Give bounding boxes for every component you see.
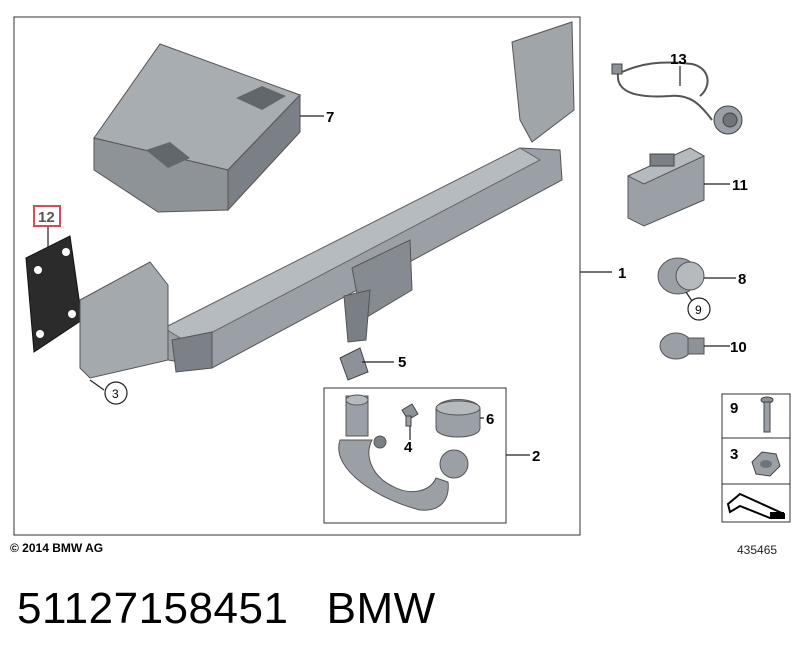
caption: 51127158451 BMW [17, 584, 436, 634]
label-part-5: 5 [398, 354, 406, 371]
label-part-7: 7 [326, 109, 334, 126]
part-2-ball-neck [338, 394, 469, 511]
legend-label-3: 3 [730, 446, 738, 463]
main-frame [13, 16, 581, 536]
part-1-crossmember [79, 21, 575, 379]
bolt-icon [760, 396, 774, 433]
label-part-12: 12 [38, 209, 55, 226]
part-12-gasket [25, 235, 83, 353]
part-13-wiring-harness [611, 61, 743, 135]
part-6-cap [435, 399, 481, 438]
label-part-6: 6 [486, 411, 494, 428]
label-part-10: 10 [730, 339, 747, 356]
direction-arrow-icon [726, 492, 785, 519]
part-10-plug [659, 332, 705, 360]
part-7-storage-box [93, 43, 301, 213]
part-number: 51127158451 [17, 584, 289, 633]
label-part-3: 3 [112, 387, 119, 401]
part-5-socket [339, 347, 369, 381]
leader-lines [47, 66, 736, 456]
copyright-text: © 2014 BMW AG [10, 541, 104, 555]
brand-name: BMW [326, 584, 436, 633]
label-part-13: 13 [670, 51, 687, 68]
part-11-control-module [626, 147, 706, 227]
part-8-connector [657, 257, 705, 295]
label-part-11: 11 [732, 177, 748, 194]
label-part-9-circle [687, 297, 711, 321]
label-part-3-circle [104, 381, 128, 405]
label-part-4: 4 [404, 439, 413, 456]
label-part-2: 2 [532, 448, 540, 465]
label-part-8: 8 [738, 271, 746, 288]
part-4-screw [401, 403, 419, 427]
parts-diagram: 1 2 3 4 5 6 7 8 9 10 11 12 13 9 3 [13, 16, 791, 536]
nut-icon [751, 451, 781, 477]
label-part-1: 1 [618, 265, 626, 282]
hardware-legend: 9 3 [721, 393, 791, 523]
label-part-12-highlight-box [33, 205, 61, 227]
legend-label-9: 9 [730, 400, 738, 417]
label-part-9: 9 [695, 303, 702, 317]
image-reference-number: 435465 [737, 543, 778, 557]
